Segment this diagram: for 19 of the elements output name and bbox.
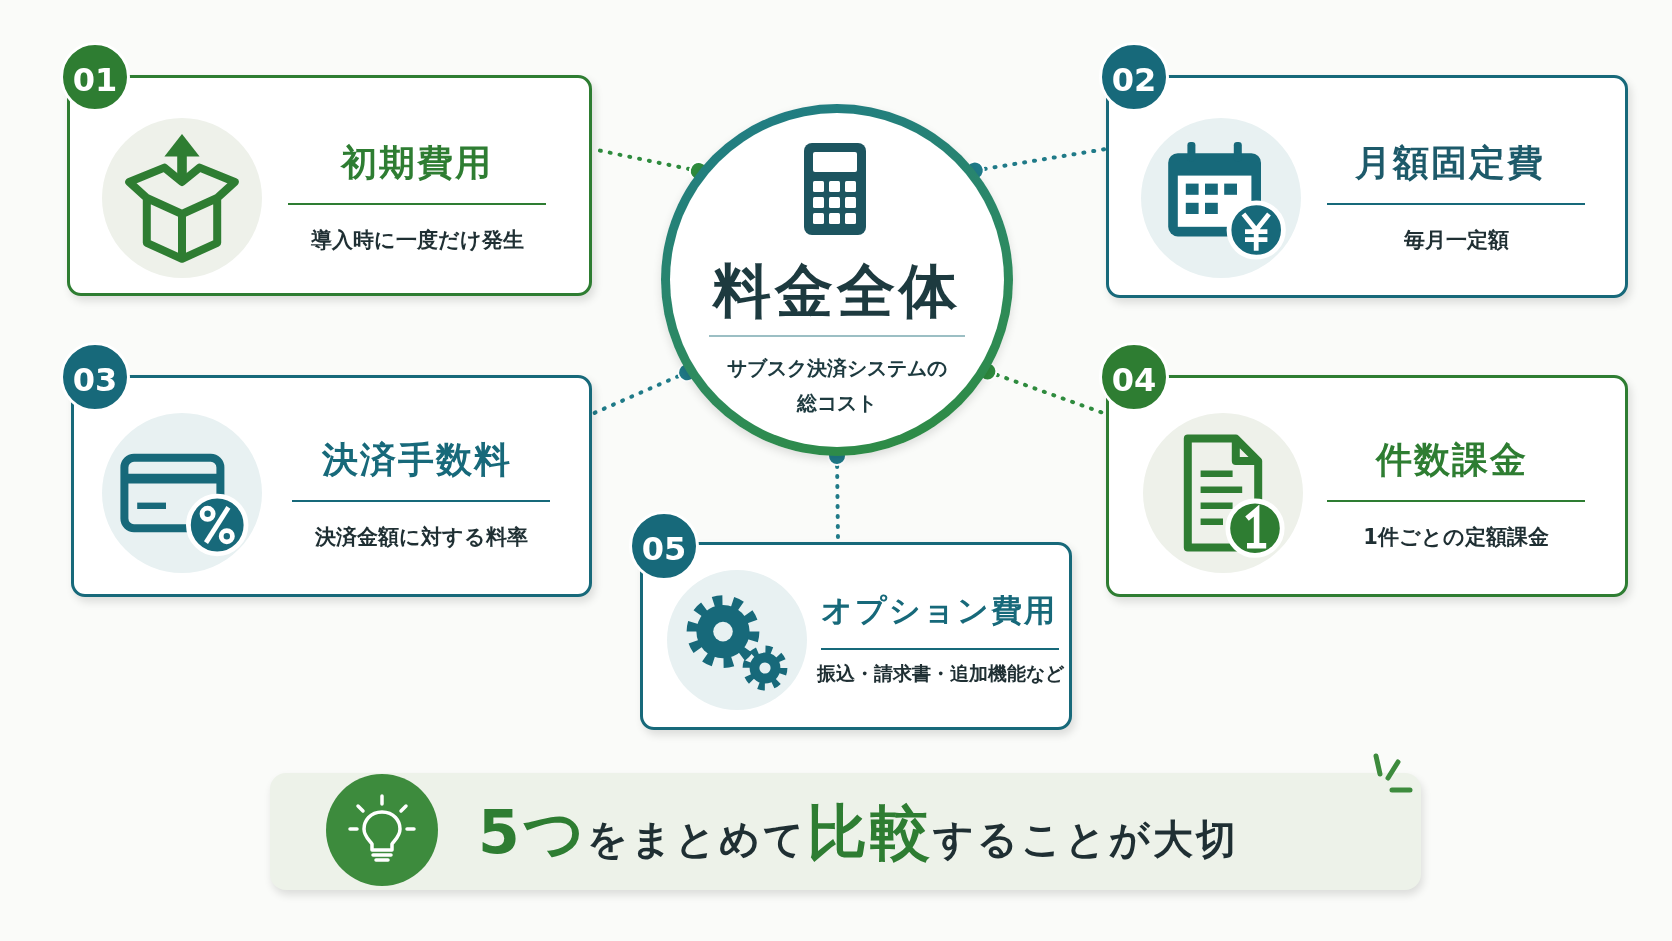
summary-banner <box>270 773 1421 890</box>
number-badge: 04 <box>1099 342 1169 412</box>
card-description: 1件ごとの定額課金 <box>1362 524 1550 552</box>
card-heading: 月額固定費 <box>1354 140 1546 185</box>
card-heading: オプション費用 <box>820 591 1058 631</box>
summary-text: 5つをまとめて比較することが大切 <box>478 796 1239 869</box>
number-badge: 02 <box>1099 42 1169 112</box>
card-description: 振込・請求書・追加機能など <box>815 660 1065 686</box>
card-heading: 決済手数料 <box>321 437 513 482</box>
number-badge: 05 <box>629 511 699 581</box>
number-badge: 03 <box>60 342 130 412</box>
card-description: 毎月一定額 <box>1402 227 1510 255</box>
circle-subtitle: サブスク決済システムの総コスト <box>726 355 948 417</box>
card-description: 決済金額に対する料率 <box>313 524 529 552</box>
card-heading: 件数課金 <box>1374 437 1529 482</box>
circle-title: 料金全体 <box>711 256 962 327</box>
number-badge: 01 <box>60 42 130 112</box>
card-heading: 初期費用 <box>339 140 494 185</box>
card-description: 導入時に一度だけ発生 <box>309 227 525 255</box>
